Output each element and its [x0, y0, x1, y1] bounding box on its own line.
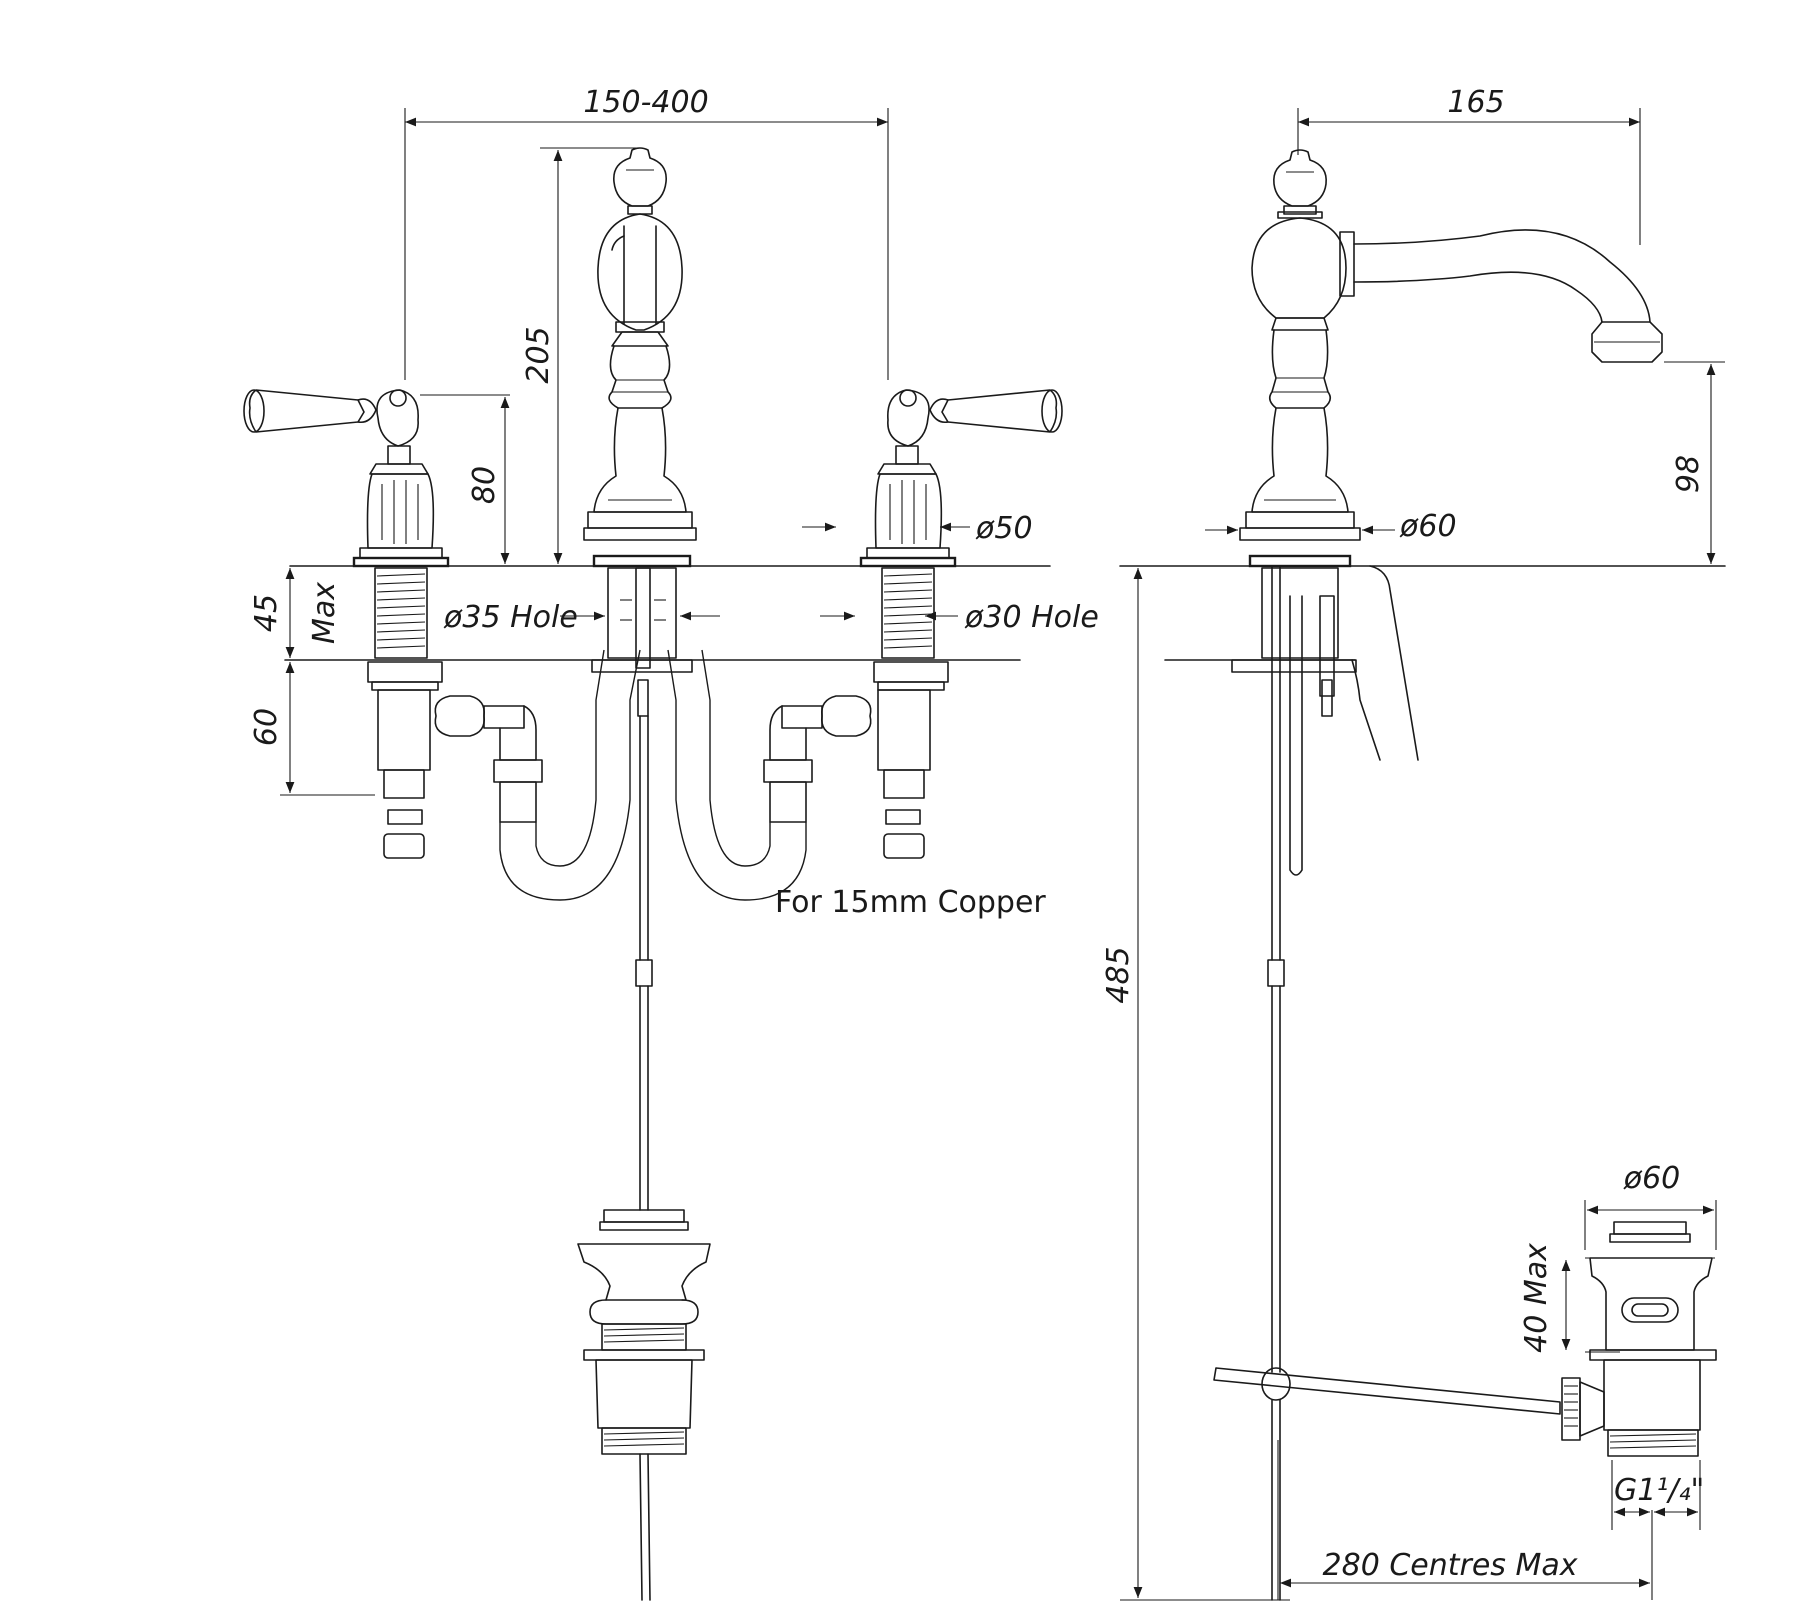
- label-80: 80: [467, 466, 502, 504]
- label-40-max: 40 Max: [1519, 1243, 1554, 1353]
- label-waste-dia: ø60: [1623, 1161, 1681, 1196]
- label-45: 45: [249, 594, 284, 632]
- right-flex-hose: [667, 649, 872, 901]
- label-50: ø50: [975, 511, 1033, 546]
- label-30-hole: ø30 Hole: [964, 600, 1099, 635]
- label-g114: G1¹/₄": [1614, 1473, 1704, 1508]
- spout-side: [1213, 149, 1663, 1601]
- label-280: 280 Centres Max: [1323, 1548, 1578, 1583]
- right-handle-valve: [859, 389, 1063, 859]
- label-150-400: 150-400: [583, 85, 708, 120]
- front-elevation: [243, 108, 1063, 1601]
- label-60-dia: ø60: [1399, 509, 1457, 544]
- dimension-labels: 150-400 205 80 45 Max 60 ø35 Hole ø30 Ho…: [249, 85, 1706, 1583]
- label-35-hole: ø35 Hole: [443, 600, 578, 635]
- label-max: Max: [307, 582, 342, 644]
- label-60-left: 60: [249, 708, 284, 746]
- left-handle-valve: [243, 389, 450, 859]
- waste-front: [577, 1209, 711, 1601]
- waste-side: [1561, 1221, 1717, 1457]
- label-copper-note: For 15mm Copper: [775, 885, 1046, 920]
- label-485: 485: [1101, 946, 1136, 1003]
- label-205: 205: [521, 326, 556, 383]
- side-elevation: [1119, 108, 1726, 1601]
- center-spout-front: [583, 147, 697, 1211]
- label-165: 165: [1447, 85, 1504, 120]
- left-flex-hose: [434, 649, 641, 901]
- label-98: 98: [1671, 455, 1706, 493]
